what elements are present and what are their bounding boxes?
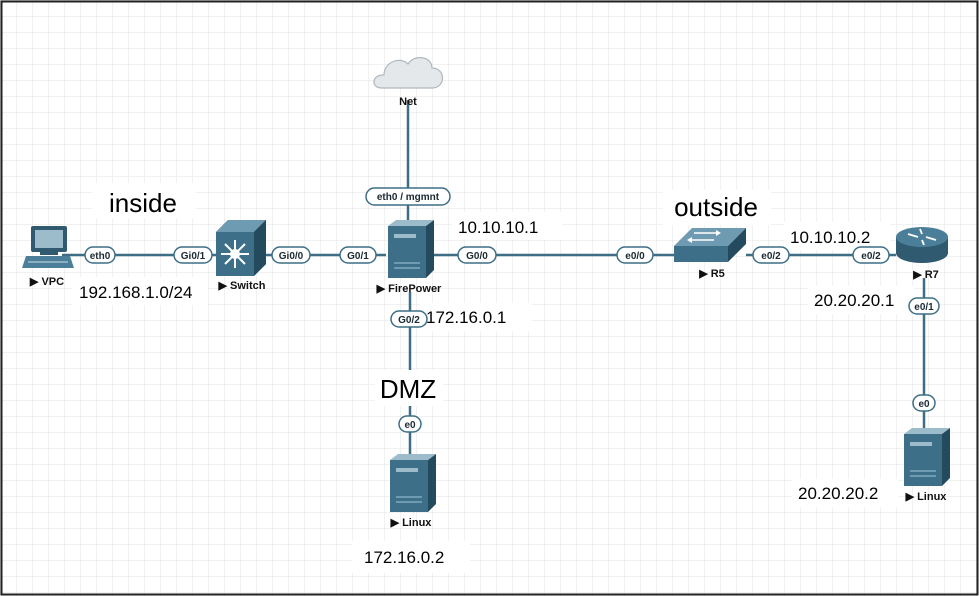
node-label-r7: ▶ R7 (912, 269, 939, 281)
port-firepower-g0-0[interactable]: G0/0 (457, 246, 497, 264)
svg-text:Gi0/1: Gi0/1 (181, 251, 206, 262)
port-switch-gi0-0[interactable]: Gi0/0 (271, 246, 311, 264)
node-label-net: Net (399, 96, 417, 108)
router-icon (896, 227, 948, 263)
vpc-node[interactable]: ▶ VPC (22, 226, 74, 288)
port-firepower-mgmt[interactable]: eth0 / mgmnt (365, 187, 451, 206)
server-icon (904, 428, 950, 486)
port-r5-e0-2[interactable]: e0/2 (752, 246, 790, 264)
ip-firepower-dmz: 172.16.0.1 (426, 308, 506, 327)
node-label-linux-lan: ▶ Linux (905, 491, 948, 503)
svg-text:eth0: eth0 (90, 251, 111, 262)
svg-text:e0/0: e0/0 (625, 251, 645, 262)
port-vpc-eth0[interactable]: eth0 (84, 246, 116, 264)
svg-text:G0/0: G0/0 (466, 251, 488, 262)
server-icon (388, 220, 434, 278)
node-label-switch: ▶ Switch (218, 280, 266, 292)
switch-icon (674, 228, 746, 262)
port-r7-e0-1[interactable]: e0/1 (908, 297, 940, 315)
ip-linux-dmz: 172.16.0.2 (364, 548, 444, 567)
ip-linux-lan: 20.20.20.2 (798, 484, 878, 503)
zone-dmz-label: DMZ (380, 374, 436, 404)
r7-node[interactable]: ▶ R7 (896, 227, 948, 281)
port-r5-e0-0[interactable]: e0/0 (616, 246, 654, 264)
node-label-r5: ▶ R5 (698, 268, 725, 280)
server-icon (390, 454, 436, 512)
svg-text:e0/2: e0/2 (861, 251, 881, 262)
cloud-icon (373, 57, 444, 89)
svg-text:e0: e0 (404, 420, 416, 431)
net-cloud-node[interactable]: Net (373, 57, 444, 108)
ip-r7-lan: 20.20.20.1 (814, 291, 894, 310)
firepower-node[interactable]: ▶ FirePower (376, 220, 442, 295)
node-label-linux-dmz: ▶ Linux (390, 517, 433, 529)
pc-icon (22, 226, 74, 268)
svg-text:Gi0/0: Gi0/0 (279, 251, 304, 262)
port-r7-e0-2[interactable]: e0/2 (852, 246, 890, 264)
zone-inside-label: inside (109, 188, 177, 218)
svg-text:G0/2: G0/2 (398, 315, 420, 326)
port-firepower-g0-1[interactable]: G0/1 (339, 246, 377, 264)
node-label-vpc: ▶ VPC (29, 276, 64, 288)
linux-dmz-node[interactable]: ▶ Linux (390, 454, 436, 529)
port-linux-lan-e0[interactable]: e0 (912, 394, 936, 412)
port-firepower-g0-2[interactable]: G0/2 (390, 310, 428, 328)
node-label-firepower: ▶ FirePower (376, 283, 442, 295)
ip-inside-network: 192.168.1.0/24 (79, 283, 192, 302)
linux-lan-node[interactable]: ▶ Linux (904, 428, 950, 503)
switch-node[interactable]: ▶ Switch (216, 220, 266, 292)
zone-outside-label: outside (674, 192, 758, 222)
ip-firepower-outside: 10.10.10.1 (458, 218, 538, 237)
svg-text:G0/1: G0/1 (347, 251, 369, 262)
ip-r7-outside: 10.10.10.2 (790, 228, 870, 247)
port-switch-gi0-1[interactable]: Gi0/1 (173, 246, 213, 264)
r5-node[interactable]: ▶ R5 (674, 228, 746, 280)
multilayer-switch-icon (216, 220, 266, 276)
svg-text:e0: e0 (918, 399, 930, 410)
svg-text:eth0 / mgmnt: eth0 / mgmnt (377, 192, 440, 203)
svg-text:e0/1: e0/1 (914, 302, 934, 313)
svg-text:e0/2: e0/2 (761, 251, 781, 262)
port-linux-dmz-e0[interactable]: e0 (398, 415, 422, 433)
